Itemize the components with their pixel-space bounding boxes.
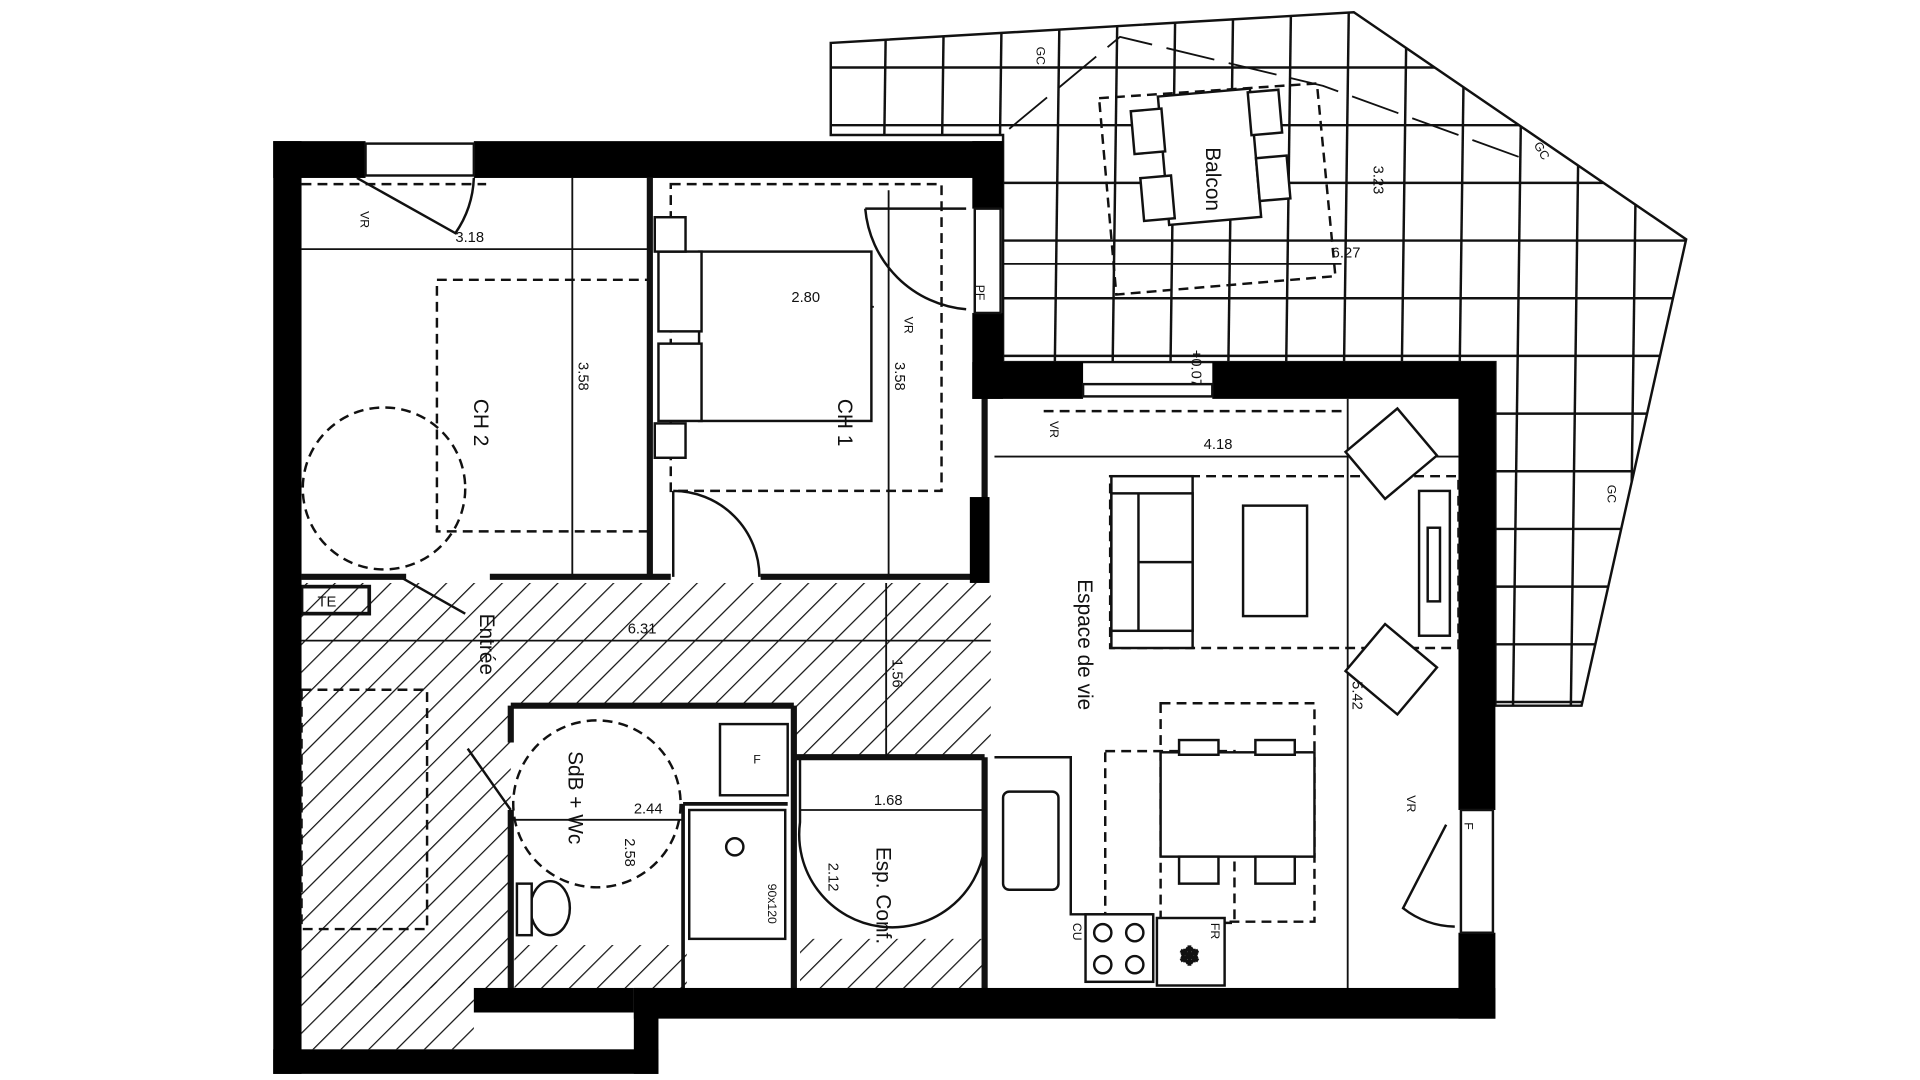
sofa (1110, 474, 1194, 650)
dim-conf-depth: 2.12 (824, 863, 840, 892)
coffee-table (1241, 504, 1309, 618)
dim-shower: 90x120 (765, 884, 779, 924)
svg-text:❄: ❄ (1179, 944, 1200, 971)
partitions (299, 177, 988, 988)
dim-ch2-width: 3.18 (455, 230, 484, 246)
tag-gc-1: GC (1033, 47, 1047, 66)
furniture: ❄ (515, 216, 1452, 987)
tag-fr: FR (1208, 923, 1222, 939)
tag-vr-ch1: VR (902, 317, 916, 334)
room-label-espace-vie: Espace de vie (1073, 579, 1096, 710)
dim-ch2-depth: 3.58 (574, 362, 590, 391)
tag-f-window: F (1462, 822, 1476, 830)
clearance-zones (300, 182, 1460, 931)
room-label-entree: Entrée (475, 614, 498, 675)
dim-vie-width: 4.18 (1204, 437, 1233, 453)
room-label-sdb: SdB + Wc (564, 751, 587, 844)
dim-entree-width: 1.56 (888, 659, 904, 688)
tag-f-sdb: F (753, 752, 761, 766)
balcony-table (1129, 87, 1292, 227)
tag-gc-3: GC (1604, 485, 1618, 504)
armchair-bottom (1343, 622, 1439, 717)
exterior-walls (273, 141, 1496, 1074)
bed (653, 216, 873, 460)
dim-vie-depth: 5.42 (1349, 681, 1365, 710)
dim-ch1-depth: 3.58 (891, 362, 907, 391)
hatched-areas (301, 582, 991, 1050)
balcony-guardrail (1008, 35, 1527, 161)
room-label-esp-conf: Esp. Conf. (871, 847, 894, 944)
tag-pf-ch1: PF (973, 285, 987, 301)
tag-vr-vie-side: VR (1404, 795, 1418, 812)
dim-sdb-width: 2.44 (634, 802, 663, 818)
windows (364, 142, 1495, 934)
dim-level: +0.07 (1187, 350, 1203, 387)
sink (1001, 790, 1060, 892)
dim-entree-length: 6.31 (628, 621, 657, 637)
doors (356, 176, 1455, 929)
tag-te: TE (318, 594, 337, 610)
tv (1426, 526, 1442, 603)
room-label-ch1: CH 1 (833, 399, 856, 446)
dim-conf-width: 1.68 (874, 793, 903, 809)
tag-cu: CU (1070, 923, 1084, 941)
toilet (529, 879, 572, 937)
kitchen: ❄ (994, 756, 1226, 987)
armchair-top (1343, 406, 1439, 501)
dim-sdb-depth: 2.58 (621, 838, 637, 867)
washing-machine (718, 722, 789, 797)
cooktop (1084, 913, 1155, 984)
room-label-balcon: Balcon (1201, 147, 1224, 211)
dim-balcon-depth: 3.23 (1370, 166, 1386, 195)
dimension-lines (301, 177, 1459, 988)
tag-vr-ch2: VR (358, 211, 372, 228)
dining-table (1159, 738, 1316, 885)
room-label-ch2: CH 2 (469, 399, 492, 446)
fridge (1155, 916, 1226, 987)
tile-line (1684, 12, 1687, 706)
bathroom-fixtures (515, 722, 789, 941)
tag-vr-vie: VR (1047, 421, 1061, 438)
shower (688, 808, 787, 941)
dim-ch1-width: 2.80 (791, 290, 820, 306)
dim-balcon-width: 6.27 (1332, 246, 1361, 262)
